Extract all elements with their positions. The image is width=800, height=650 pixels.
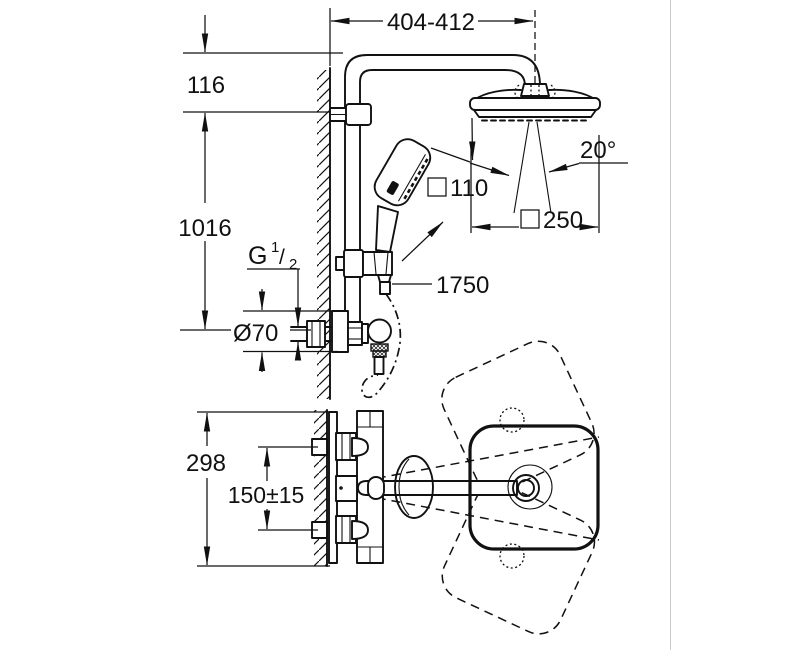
hand-shower-face-nozzles	[402, 158, 429, 202]
hand-shower-top-view	[394, 455, 434, 519]
dim-label-tilt-angle: 20°	[580, 137, 616, 164]
dim-handshower-size: 110	[401, 117, 510, 262]
knurled-nut	[370, 343, 389, 352]
shower-arm	[344, 54, 541, 323]
dim-label-headshower-size: 250	[543, 207, 583, 234]
dim-label-escutcheon-diameter: Ø70	[233, 320, 278, 347]
head-shower-top-view	[468, 424, 600, 551]
hand-shower-holder	[335, 249, 393, 295]
svg-text:2: 2	[289, 256, 297, 273]
hose-nut	[379, 281, 391, 295]
svg-text:/: /	[279, 246, 285, 269]
wall-section-lower	[314, 409, 328, 567]
dim-label-thread: G 1 / 2	[247, 239, 302, 361]
dim-label-arm-projection: 404-412	[387, 9, 475, 36]
side-elevation-view: 404-412 116 1016 G 1 / 2	[178, 8, 628, 400]
temperature-knob	[367, 318, 392, 344]
svg-text:G: G	[248, 242, 267, 270]
dim-headshower-size: 250	[470, 135, 600, 234]
dim-label-rail-height: 1016	[178, 215, 231, 242]
spray-mode-button	[386, 181, 399, 195]
hose-outlet	[373, 356, 385, 375]
square-symbol-icon	[520, 209, 540, 229]
supply-hex-nut	[306, 320, 326, 348]
head-shower	[469, 83, 601, 122]
dim-label-inlet-distance: 150±15	[228, 482, 305, 508]
dimensions-top-view: 298 150±15	[186, 411, 330, 567]
wall-bracket	[329, 103, 372, 126]
svg-text:1: 1	[271, 239, 279, 256]
hand-shower-handle	[375, 205, 399, 253]
top-plan-view: 298 150±15	[186, 340, 600, 635]
shower-hose	[361, 293, 402, 399]
square-symbol-icon	[427, 177, 447, 197]
dim-label-arm-offset: 116	[187, 72, 225, 99]
escutcheon	[331, 310, 349, 353]
wall-section-upper	[317, 67, 331, 400]
swivel-range	[361, 340, 600, 635]
dim-label-hose-length: 1750	[436, 272, 489, 299]
thermostat-valve	[290, 310, 392, 375]
spray-cone	[513, 121, 552, 214]
dimensions-side-view: 404-412 116 1016 G 1 / 2	[178, 8, 628, 372]
dim-tilt-angle: 20°	[548, 137, 628, 173]
union-nut	[347, 321, 363, 346]
arm-top-view	[357, 455, 518, 519]
dim-label-valve-body-height: 298	[186, 450, 226, 477]
hand-shower	[373, 138, 432, 253]
dim-label-handshower-size: 110	[450, 175, 488, 202]
